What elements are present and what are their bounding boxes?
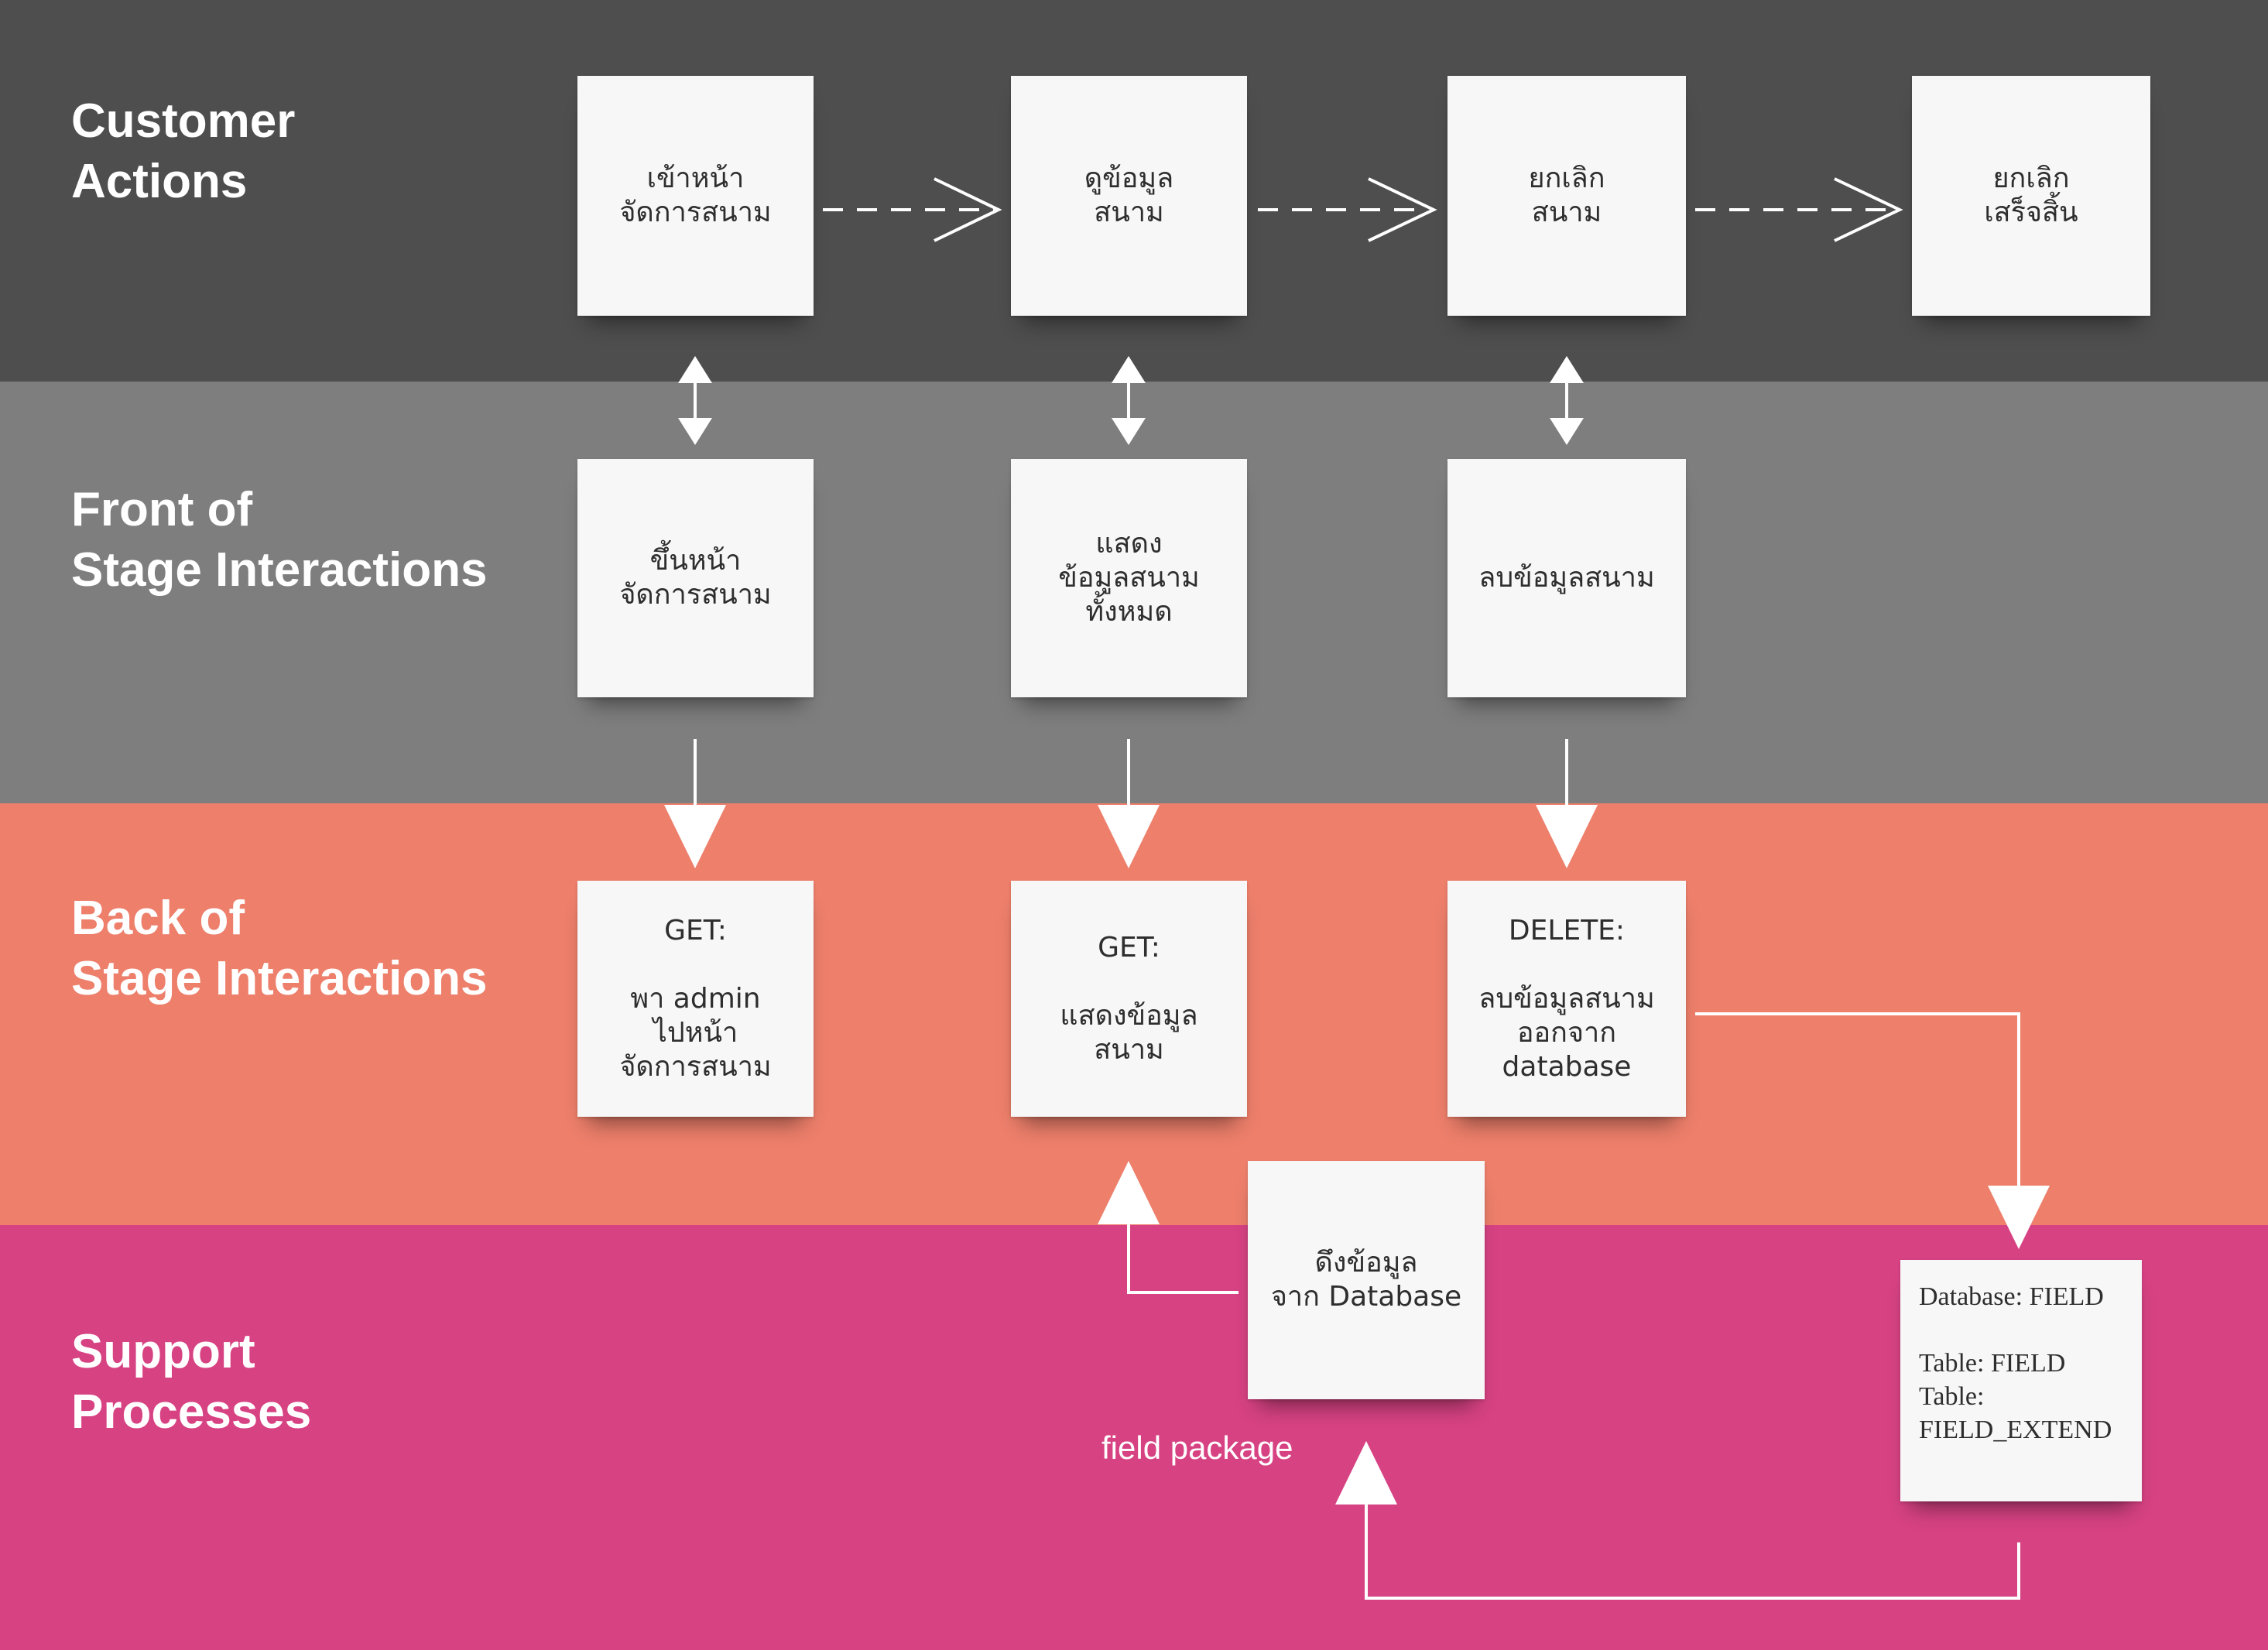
note-back-delete-from-database: DELETE: ลบข้อมูลสนาม ออกจาก database <box>1447 881 1686 1117</box>
dashed-arrow-2-head <box>1368 177 1437 242</box>
note-support-fetch-from-database: ดึงข้อมูล จาก Database <box>1248 1161 1485 1399</box>
note-customer-cancel-field: ยกเลิก สนาม <box>1447 76 1686 316</box>
fetch-to-back-arrow <box>1127 1217 1238 1294</box>
note-customer-view-field-data: ดูข้อมูล สนาม <box>1011 76 1247 316</box>
lane-label-back-of-stage: Back of Stage Interactions <box>71 892 488 1005</box>
note-front-show-field-management: ขึ้นหน้า จัดการสนาม <box>577 459 814 697</box>
arrow-label-field-package: field package <box>1101 1429 1293 1466</box>
delete-to-database-arrow <box>1695 1012 2020 1192</box>
note-customer-enter-field-management: เข้าหน้า จัดการสนาม <box>577 76 814 316</box>
dashed-arrow-3-head <box>1834 177 1903 242</box>
note-database-field-tables: Database: FIELD Table: FIELD Table: FIEL… <box>1900 1260 2142 1501</box>
lane-label-support-processes: Support Processes <box>71 1325 312 1439</box>
note-back-get-field-data: GET: แสดงข้อมูล สนาม <box>1011 881 1247 1117</box>
note-front-show-all-field-data: แสดง ข้อมูลสนาม ทั้งหมด <box>1011 459 1247 697</box>
dashed-arrow-1-head <box>934 177 1002 242</box>
lane-label-customer-actions: Customer Actions <box>71 94 296 208</box>
note-front-delete-field-data: ลบข้อมูลสนาม <box>1447 459 1686 697</box>
lane-support-processes <box>0 1225 2268 1650</box>
database-to-fetch-arrow <box>1365 1500 2020 1600</box>
lane-label-front-of-stage: Front of Stage Interactions <box>71 483 488 597</box>
note-customer-cancel-complete: ยกเลิก เสร็จสิ้น <box>1912 76 2150 316</box>
note-back-get-admin-page: GET: พา admin ไปหน้า จัดการสนาม <box>577 881 814 1117</box>
